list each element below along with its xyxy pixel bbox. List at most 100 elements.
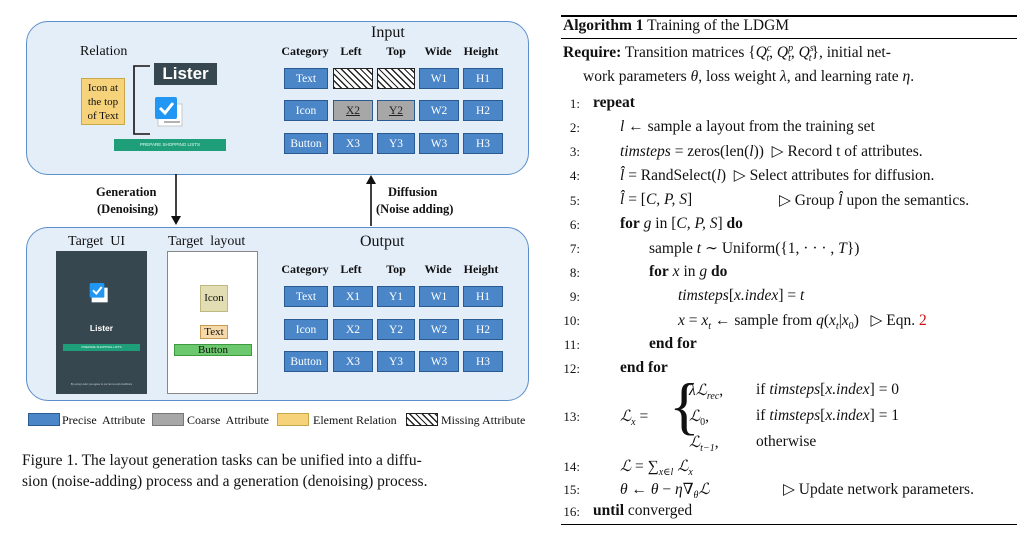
output-cell-left: X2 <box>333 319 373 340</box>
converged: converged <box>627 502 693 519</box>
line-number: 6: <box>569 217 580 232</box>
legend-missing: Missing Attribute <box>441 413 526 427</box>
kw-in: in <box>655 215 668 232</box>
figure-caption-line: sion (noise-adding) process and a genera… <box>22 473 428 490</box>
generation-arrow <box>171 174 181 225</box>
noise-adding-label: (Noise adding) <box>376 202 454 216</box>
output-cell-height: H1 <box>463 286 503 307</box>
legend-swatch-relation <box>277 413 309 426</box>
kw-end-for-inner: end for <box>649 335 697 352</box>
input-cell-top: Y2 <box>377 100 415 121</box>
line-number: 2: <box>569 120 580 135</box>
if-text: if <box>756 381 766 398</box>
line-number: 4: <box>569 168 580 183</box>
top-rule <box>561 15 1017 17</box>
legend-relation: Element Relation <box>313 413 397 427</box>
legend-swatch-precise <box>28 413 60 426</box>
col-header-left: Left <box>340 44 362 58</box>
col-header-top: Top <box>386 262 406 276</box>
output-cell-top: Y3 <box>377 351 415 372</box>
input-title: Input <box>371 24 405 41</box>
relation-label: Relation <box>80 44 128 59</box>
output-cell-left: X1 <box>333 286 373 307</box>
kw-do: do <box>711 263 728 280</box>
kw-in: in <box>683 263 696 280</box>
output-cell-wide: W3 <box>419 351 459 372</box>
col-header-wide: Wide <box>424 262 452 276</box>
kw-end-for-outer: end for <box>620 359 668 376</box>
output-cell-top: Y1 <box>377 286 415 307</box>
line-number: 5: <box>569 193 580 208</box>
output-cell-height: H3 <box>463 351 503 372</box>
output-cell-height: H2 <box>463 319 503 340</box>
denoising-label: (Denoising) <box>97 202 159 216</box>
generation-label: Generation <box>96 185 157 199</box>
layout-text-box: Text <box>200 325 228 339</box>
algorithm-title-text: Training of the LDGM <box>643 17 790 34</box>
col-header-category: Category <box>281 262 329 276</box>
input-cell-height: H2 <box>463 100 503 121</box>
case-2: ℒ0, <box>689 408 710 429</box>
alg-line-2: l ← sample a layout from the training se… <box>620 118 875 135</box>
alg-line-7: sample t ∼ Uniform({1, · · · , T}) <box>649 240 860 257</box>
case-2-cond: if timsteps[x.index] = 1 <box>756 407 900 424</box>
require-line-2: work parameters θ, loss weight λ, and le… <box>583 68 915 85</box>
alg-line-6: for g in [C, P, S] do <box>620 215 743 232</box>
legend-swatch-coarse <box>152 413 184 426</box>
piecewise-brace: { <box>669 370 700 441</box>
input-cell-wide: W2 <box>419 100 459 121</box>
case-1-cond: if timsteps[x.index] = 0 <box>756 381 900 398</box>
line-number: 3: <box>569 144 580 159</box>
output-cell-top: Y2 <box>377 319 415 340</box>
alg-line-15-comment: ▷ Update network parameters. <box>783 481 974 498</box>
line-number: 13: <box>563 409 580 424</box>
kw-repeat: repeat <box>593 94 635 111</box>
col-header-left: Left <box>340 262 362 276</box>
col-header-height: Height <box>463 44 499 58</box>
lister-logo: Lister <box>154 63 217 85</box>
comment-record: Record t of attributes. <box>787 143 923 160</box>
comment-eqn: Eqn. <box>886 312 916 329</box>
alg-line-16: until converged <box>593 502 692 520</box>
line-number: 9: <box>569 289 580 304</box>
relation-note: Icon at the top of Text <box>81 78 125 125</box>
alg-line-3: timsteps = zeros(len(l)) ▷ Record t of a… <box>620 143 923 160</box>
input-cell-missing-top <box>377 68 415 89</box>
mid-rule <box>561 38 1017 39</box>
layout-icon-box: Icon <box>200 285 228 312</box>
target-ui-label: Target UI <box>68 234 126 249</box>
case-3: ℒt−1, <box>689 434 719 455</box>
ui-footer-text: By using Lister you agree to our terms a… <box>70 383 133 386</box>
figure-caption-line: Figure 1. The layout generation tasks ca… <box>22 452 422 469</box>
line-number: 10: <box>563 313 580 328</box>
alg-line-5-comment: ▷ Group l̂ upon the semantics. <box>779 192 970 209</box>
if-text: if <box>756 407 766 424</box>
ui-checklist-icon <box>89 283 108 303</box>
ui-lister-title: Lister <box>89 323 114 333</box>
line-number: 7: <box>569 241 580 256</box>
input-cell-category: Button <box>284 133 328 154</box>
alg-line-14: ℒ = ∑x∈l ℒx <box>620 458 693 479</box>
input-cell-height: H3 <box>463 133 503 154</box>
shopping-bar: PREPARE SHOPPING LISTS <box>114 139 226 151</box>
line-number: 16: <box>563 504 580 519</box>
bottom-rule <box>561 524 1017 525</box>
require-label: Require: <box>563 44 622 62</box>
eqn-ref[interactable]: 2 <box>919 312 927 329</box>
checklist-icon <box>155 97 183 127</box>
alg-line-5: l̂ = [C, P, S] <box>620 191 693 208</box>
case-1: λℒrec, <box>689 382 724 403</box>
col-header-wide: Wide <box>424 44 452 58</box>
kw-do: do <box>726 215 743 232</box>
target-layout-label: Target layout <box>168 234 246 249</box>
relation-note-line: the top <box>87 96 119 108</box>
alg-line-10: x = xt ← sample from q(xt|x0) ▷ Eqn. 2 <box>678 312 927 333</box>
ui-prepare-button: PREPARE SHOPPING LISTS <box>63 344 140 351</box>
input-cell-height: H1 <box>463 68 503 89</box>
input-cell-top: Y3 <box>377 133 415 154</box>
legend-precise: Precise Attribute <box>62 413 146 427</box>
line-number: 11: <box>563 337 580 352</box>
output-title: Output <box>360 233 405 250</box>
target-ui-screen: Lister PREPARE SHOPPING LISTS By using L… <box>56 251 147 394</box>
output-cell-category: Button <box>284 351 328 372</box>
